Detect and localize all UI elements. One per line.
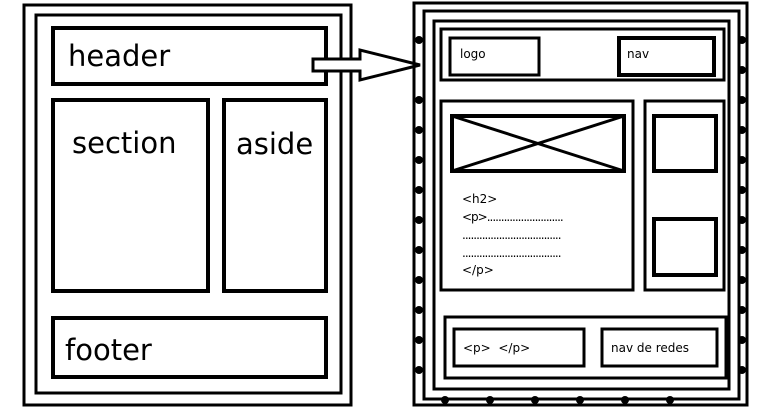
left-footer-label: footer <box>65 333 152 367</box>
border-studs <box>415 36 746 404</box>
footer-p-label: <p> </p> <box>463 341 530 355</box>
right-wireframe: logo nav <h2> <p>.......................… <box>412 1 749 407</box>
left-aside-box <box>222 98 328 293</box>
left-section-label: section <box>72 126 176 160</box>
left-wireframe: header section aside footer <box>22 3 353 407</box>
nav-label: nav <box>627 47 649 61</box>
image-placeholder <box>450 114 626 173</box>
logo-box <box>448 36 541 77</box>
nav-redes-label: nav de redes <box>611 341 689 355</box>
left-section-box <box>51 98 210 293</box>
logo-label: logo <box>460 47 486 61</box>
image-placeholder-cross-2 <box>451 114 625 173</box>
left-outer-frame <box>22 3 353 407</box>
right-footer-box <box>443 315 728 380</box>
h2-tag: <h2> <box>462 192 497 206</box>
footer-p-box <box>452 327 586 368</box>
aside-widget-bottom <box>652 217 718 277</box>
nav-redes-box <box>600 327 719 368</box>
p-open-line: <p>........................... <box>462 210 563 224</box>
nav-box <box>617 36 716 77</box>
left-header-label: header <box>68 39 170 73</box>
right-aside-box <box>643 99 726 292</box>
right-header-box <box>439 27 726 82</box>
left-aside-label: aside <box>236 127 313 161</box>
right-outer-frame <box>412 1 749 407</box>
aside-widget-top <box>652 114 718 173</box>
arrow-icon <box>311 48 421 82</box>
left-header-box <box>51 26 328 86</box>
left-inner-frame <box>34 13 343 395</box>
right-section-box <box>439 99 635 292</box>
p-dots-line-2: ................................... <box>462 228 561 242</box>
left-footer-box <box>51 316 328 379</box>
p-close-tag: </p> <box>462 263 494 277</box>
p-dots-line-3: ................................... <box>462 246 561 260</box>
right-inner-frame <box>432 19 731 391</box>
